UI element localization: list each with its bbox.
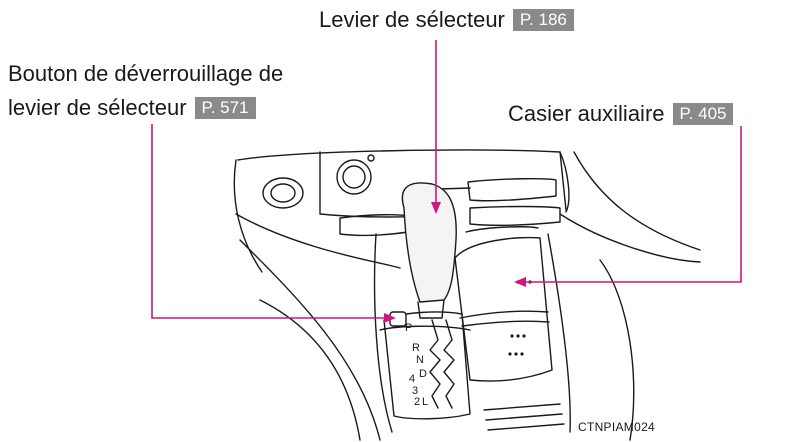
- callout-text: levier de sélecteur: [8, 95, 187, 120]
- gate-label-l: L: [422, 396, 428, 408]
- gate-label-r: R: [412, 342, 420, 354]
- callout-text: Bouton de déverrouillage de: [8, 61, 284, 86]
- gate-label-n: N: [416, 354, 424, 366]
- callout-unlock-button-line1: Bouton de déverrouillage de: [8, 60, 283, 88]
- callout-aux-box: Casier auxiliaire P. 405: [508, 100, 734, 128]
- arrow-head-unlock: [384, 313, 396, 323]
- callout-unlock-button-line2: levier de sélecteur P. 571: [8, 94, 256, 122]
- audio-knob: [336, 159, 372, 195]
- leader-unlock-button: [151, 124, 390, 319]
- image-code: CTNPIAM024: [578, 420, 656, 434]
- leader-aux-box: [520, 126, 742, 283]
- callout-selector-lever: Levier de sélecteur P. 186: [319, 6, 574, 34]
- gate-label-d: D: [419, 368, 427, 380]
- gear-lever: [401, 182, 457, 303]
- callout-text: Casier auxiliaire: [508, 101, 665, 126]
- aux-box: [454, 236, 553, 382]
- page-reference-badge[interactable]: P. 571: [194, 97, 256, 119]
- callout-text: Levier de sélecteur: [319, 7, 505, 32]
- page-reference-badge[interactable]: P. 405: [672, 103, 734, 125]
- gate-label-3: 3: [412, 385, 418, 397]
- gate-label-p: P: [405, 322, 412, 334]
- gate-label-4: 4: [409, 373, 415, 385]
- gate-label-2: 2: [414, 396, 420, 408]
- arrow-head-aux: [514, 277, 526, 287]
- arrow-head-selector: [431, 202, 441, 214]
- page-reference-badge[interactable]: P. 186: [512, 9, 574, 31]
